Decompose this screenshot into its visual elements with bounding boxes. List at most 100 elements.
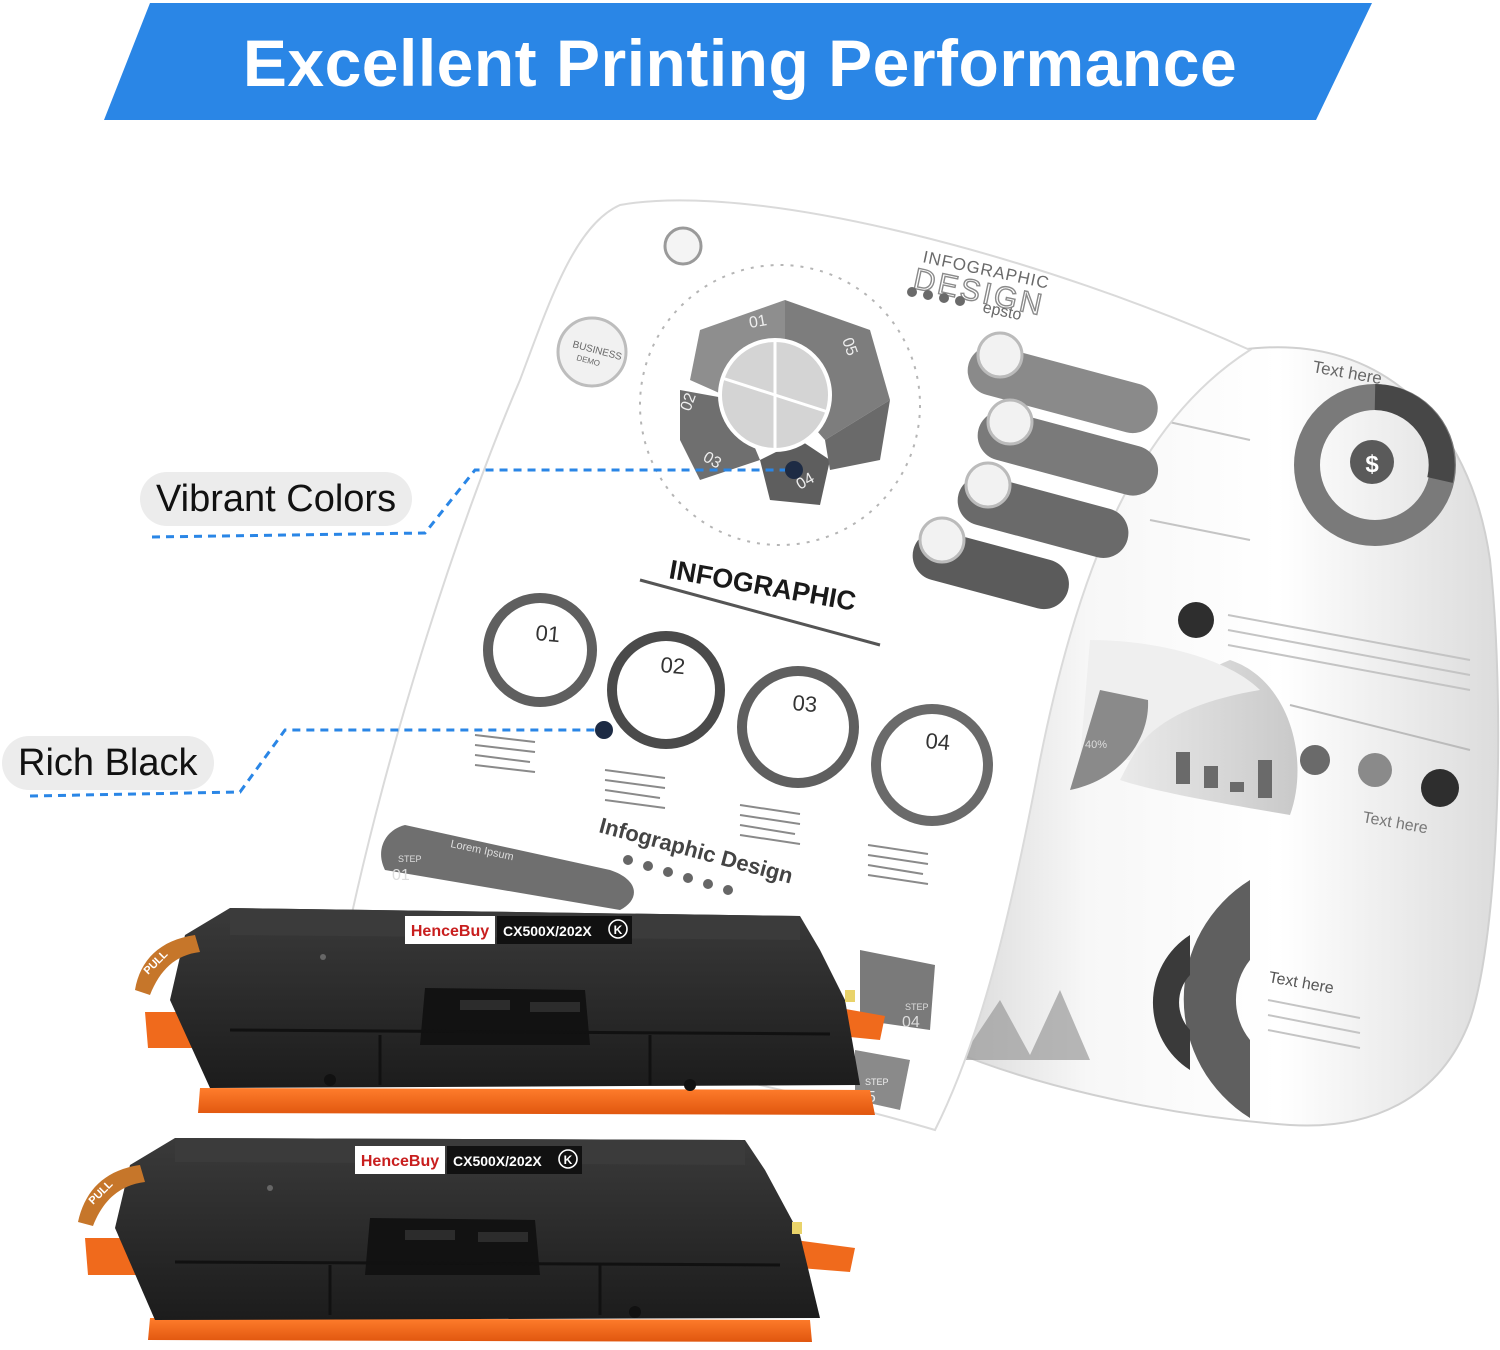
step-circle-number: 01 (535, 620, 562, 647)
step-circle-number: 02 (660, 652, 687, 679)
step-circle (737, 666, 859, 788)
roll-bar-chart (1176, 752, 1272, 798)
color-code-badge (608, 919, 628, 939)
cartridge-ribs (174, 1260, 781, 1315)
step-circle-number: 04 (925, 728, 952, 755)
cartridge-screw (267, 1185, 273, 1191)
pentagon-segment (825, 400, 890, 470)
paper-sheet: INFOGRAPHIC DESIGN epsto BUSINESS DEMO (333, 199, 1253, 1132)
pentagon-step-1: 01 (748, 312, 769, 332)
pentagon-graphic: 01 02 03 04 05 (678, 300, 890, 505)
cartridge-orange-end (840, 1008, 885, 1040)
brand-label-box (355, 1146, 445, 1174)
color-code-badge (558, 1149, 578, 1169)
cartridge-chip (792, 1222, 802, 1234)
vibrant-colors-marker (785, 461, 803, 479)
pentagon-step-2: 02 (678, 391, 700, 414)
roll-timeline (1289, 704, 1471, 751)
pill-icon (976, 331, 1024, 379)
toner-cartridge-1: HenceBuy CX500X/202X K PULL (135, 908, 885, 1115)
step-banner (381, 825, 634, 910)
cartridge-handle-slot (530, 1002, 580, 1012)
callout-vibrant-colors: Vibrant Colors (140, 472, 413, 526)
cartridge-handle-slot (460, 1000, 510, 1010)
roll-timeline-dot (1300, 745, 1330, 775)
banner-shape (104, 3, 1372, 120)
money-bag-icon (1350, 440, 1394, 484)
pill-labels (912, 331, 1159, 610)
pentagon-step-3: 03 (700, 449, 724, 473)
cartridge-screw (684, 1079, 696, 1091)
color-code: K (614, 923, 623, 937)
cartridge-handle-slot (478, 1232, 528, 1242)
cartridge-orange-base (198, 1088, 875, 1115)
roll-semicircle-inner (1152, 935, 1190, 1070)
pill-icon (986, 398, 1034, 446)
roll-mountains (960, 990, 1090, 1060)
roll-bar (1258, 760, 1272, 798)
cartridge-screw (324, 1074, 336, 1086)
model-label: CX500X/202X (503, 923, 592, 939)
step-banner-number: 04 (902, 1014, 920, 1031)
roll-pie-chart (1070, 690, 1149, 790)
roll-semicircle-chart (1183, 880, 1250, 1118)
pull-tab (135, 935, 200, 995)
roll-dot (1178, 602, 1214, 638)
roll-text-lines (1149, 419, 1471, 1049)
brand-label-box (405, 916, 495, 944)
toner-cartridge-2: HenceBuy CX500X/202X K PULL (78, 1138, 855, 1342)
roll-bar (1176, 752, 1190, 784)
cartridge-handle (420, 988, 590, 1045)
brand-label: HenceBuy (361, 1153, 439, 1170)
roll-pie-percent: 40% (1085, 739, 1107, 751)
business-tag-badge (556, 316, 628, 388)
cartridge-screw (320, 954, 326, 960)
roll-donut-dark-segment (1374, 384, 1455, 483)
cartridge-orange-end (795, 1240, 855, 1272)
rich-black-leader (29, 728, 604, 798)
cartridge-handle-slot (405, 1230, 455, 1240)
callout-rich-black: Rich Black (2, 736, 214, 790)
pill-icon (918, 516, 966, 564)
banner-title: Excellent Printing Performance (242, 26, 1238, 100)
step-banner-tag: STEP (398, 854, 422, 864)
money-bag-symbol: $ (1365, 451, 1379, 478)
roll-curl (1120, 660, 1298, 815)
roll-bar (1204, 766, 1218, 788)
pentagon-dotted-ring (639, 264, 921, 546)
roll-timeline-dot (1421, 769, 1459, 807)
cartridge-ribs (229, 1028, 831, 1085)
step-circle (483, 593, 597, 707)
step-circle (871, 704, 993, 826)
cartridge-screw (629, 1306, 641, 1318)
heading-dots (907, 287, 965, 306)
step-banner (860, 950, 935, 1030)
cartridge-orange-base (148, 1318, 812, 1342)
color-code: K (564, 1153, 573, 1167)
model-label: CX500X/202X (453, 1153, 542, 1169)
step-circle (607, 631, 725, 749)
subtitle-dots (623, 855, 733, 895)
pentagon-step-5: 05 (838, 336, 860, 359)
roll-timeline-dot (1358, 753, 1392, 787)
roll-bar (1230, 782, 1244, 792)
pull-tab (78, 1165, 145, 1226)
title-banner (104, 3, 1372, 120)
step-text-blocks (474, 734, 929, 885)
cartridge-chip (845, 990, 855, 1002)
brand-label: HenceBuy (411, 923, 489, 940)
cartridge-handle (365, 1218, 540, 1275)
step-circle-number: 03 (792, 690, 819, 717)
vibrant-colors-leader (151, 468, 793, 539)
pill-icon (964, 461, 1012, 509)
step-banner-number: 01 (392, 867, 410, 884)
rich-black-marker (595, 721, 613, 739)
step-banner-tag: STEP (905, 1002, 929, 1012)
callout-leaders (29, 468, 793, 798)
step-banner-tag: STEP (865, 1077, 889, 1087)
infographic-underline (639, 578, 881, 647)
lightbulb-icon (663, 226, 703, 266)
circle-steps: 01 02 03 04 (483, 593, 993, 826)
